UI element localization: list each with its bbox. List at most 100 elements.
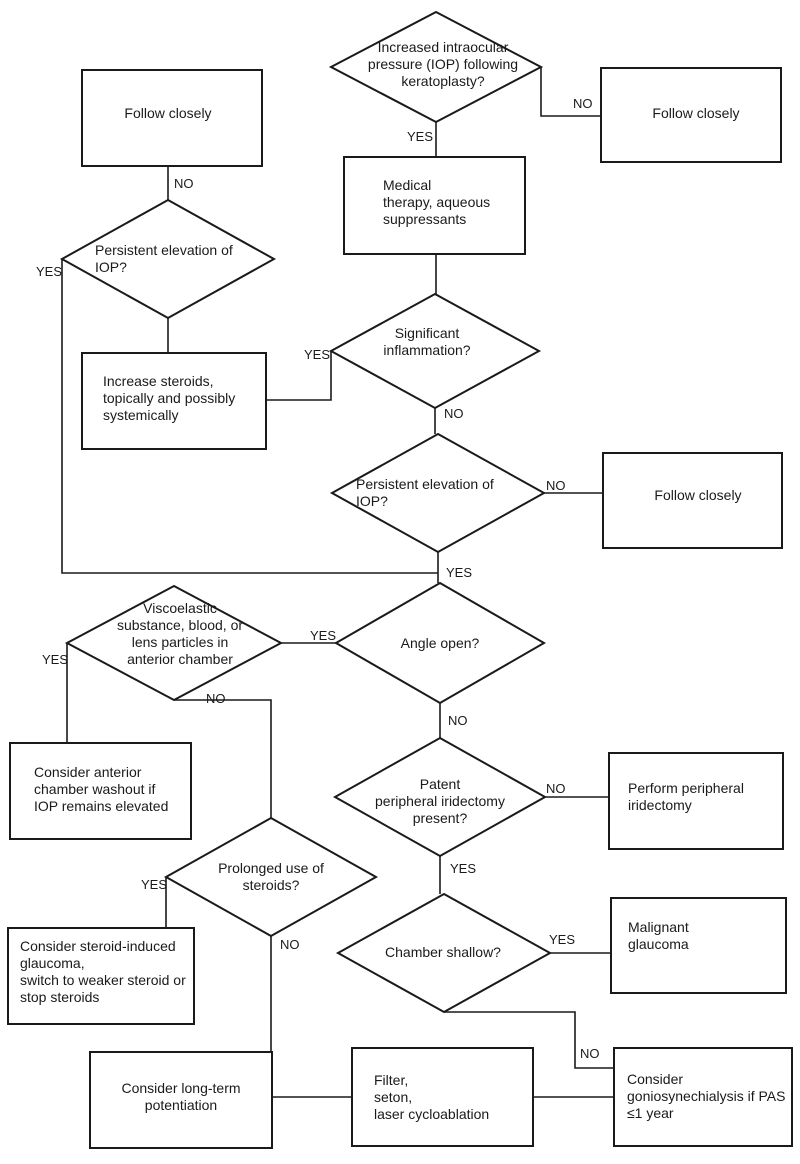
node-text-line: Consider long-term [121, 1080, 240, 1096]
connector-line [61, 259, 438, 574]
flowchart-edge-labels: NOYESNOYESYESNONOYESYESYESNONONOYESYESNO… [36, 96, 600, 1061]
connector-line [540, 67, 601, 117]
node-text-line: switch to weaker steroid or [20, 972, 186, 988]
node-text-line: Consider anterior [34, 764, 142, 780]
node-text-line: steroids? [243, 877, 300, 893]
node-text-line: systemically [103, 407, 178, 423]
node-text-line: Persistent elevation of [356, 476, 494, 492]
node-text-line: Significant [395, 325, 460, 341]
edge-label-no: NO [174, 176, 194, 191]
edge-label-yes: YES [446, 565, 472, 580]
node-text-line: ≤1 year [627, 1105, 674, 1121]
action-box [343, 156, 526, 255]
node-text-line: therapy, aqueous [383, 194, 490, 210]
node-text-line: Persistent elevation of [95, 242, 233, 258]
action-box-steroid-glaucoma: Consider steroid-inducedglaucoma,switch … [7, 927, 195, 1025]
edge-label-yes: YES [141, 877, 167, 892]
node-text-line: suppressants [383, 211, 466, 227]
edge-label-no: NO [448, 713, 468, 728]
decision-diamond [332, 736, 548, 858]
edge-label-yes: YES [36, 264, 62, 279]
connector-line [174, 699, 272, 818]
decision-diamond [329, 432, 547, 554]
node-text-line: Follow closely [124, 105, 211, 121]
node-text-line: Consider [627, 1071, 683, 1087]
node-text-line: seton, [374, 1089, 412, 1105]
node-text-line: Follow closely [652, 105, 739, 121]
node-text-line: iridectomy [628, 797, 692, 813]
node-text-line: Follow closely [654, 487, 741, 503]
action-box [610, 897, 787, 994]
edge-label-yes: YES [549, 932, 575, 947]
edge-label-no: NO [546, 781, 566, 796]
node-text-line: Filter, [374, 1072, 408, 1088]
node-text-line: Increase steroids, [103, 373, 214, 389]
action-box [89, 1051, 273, 1149]
action-box [602, 452, 783, 549]
connector-line [266, 351, 332, 401]
action-box [351, 1047, 534, 1147]
node-text-line: Consider steroid-induced [20, 938, 176, 954]
action-box-filter-seton: Filter,seton,laser cycloablation [351, 1047, 534, 1147]
node-text-line: anterior chamber [127, 651, 233, 667]
node-text-line: stop steroids [20, 989, 99, 1005]
action-box [7, 927, 195, 1025]
decision-diamond [335, 892, 553, 1014]
node-text-line: Chamber shallow? [385, 944, 501, 960]
action-box [608, 752, 784, 850]
edge-label-no: NO [573, 96, 593, 111]
action-box-follow-closely-top-right: Follow closely [600, 67, 782, 163]
node-text-line: present? [413, 810, 468, 826]
connector-line [444, 1011, 614, 1069]
node-text-line: inflammation? [383, 342, 470, 358]
node-text-line: Viscoelastic [143, 600, 217, 616]
node-text-line: Medical [383, 177, 431, 193]
node-text-line: Perform peripheral [628, 780, 744, 796]
node-text-line: topically and possibly [103, 390, 235, 406]
node-text-line: laser cycloablation [374, 1106, 489, 1122]
edge-label-yes: YES [450, 861, 476, 876]
node-text-line: substance, blood, or [117, 617, 243, 633]
action-box-follow-closely-mid-right: Follow closely [602, 452, 783, 549]
action-box [613, 1047, 793, 1147]
edge-label-yes: YES [310, 628, 336, 643]
flowchart-edges [61, 67, 614, 1098]
node-text-line: Malignant [628, 919, 689, 935]
edge-label-yes: YES [42, 652, 68, 667]
decision-diamond [64, 584, 284, 702]
node-text-line: peripheral iridectomy [375, 793, 505, 809]
edge-label-yes: YES [304, 347, 330, 362]
edge-label-no: NO [280, 937, 300, 952]
edge-label-yes: YES [407, 129, 433, 144]
decision-diamond [328, 292, 542, 410]
action-box [81, 69, 263, 167]
node-text-line: glaucoma [628, 936, 689, 952]
node-text-line: IOP? [95, 259, 127, 275]
node-text-line: pressure (IOP) following [368, 56, 518, 72]
action-box [81, 352, 267, 450]
node-text-line: glaucoma, [20, 955, 85, 971]
action-box [9, 742, 192, 840]
action-box-increase-steroids: Increase steroids,topically and possibly… [81, 352, 267, 450]
decision-diamond [333, 581, 547, 705]
decision-q-chamber-shallow: Chamber shallow? [335, 892, 553, 1014]
action-box-follow-closely-top-left: Follow closely [81, 69, 263, 167]
node-text-line: goniosynechialysis if PAS [627, 1088, 785, 1104]
node-text-line: keratoplasty? [401, 73, 484, 89]
node-text-line: IOP? [356, 493, 388, 509]
edge-label-no: NO [206, 691, 226, 706]
decision-diamond [328, 10, 544, 124]
decision-q-angle-open: Angle open? [333, 581, 547, 705]
